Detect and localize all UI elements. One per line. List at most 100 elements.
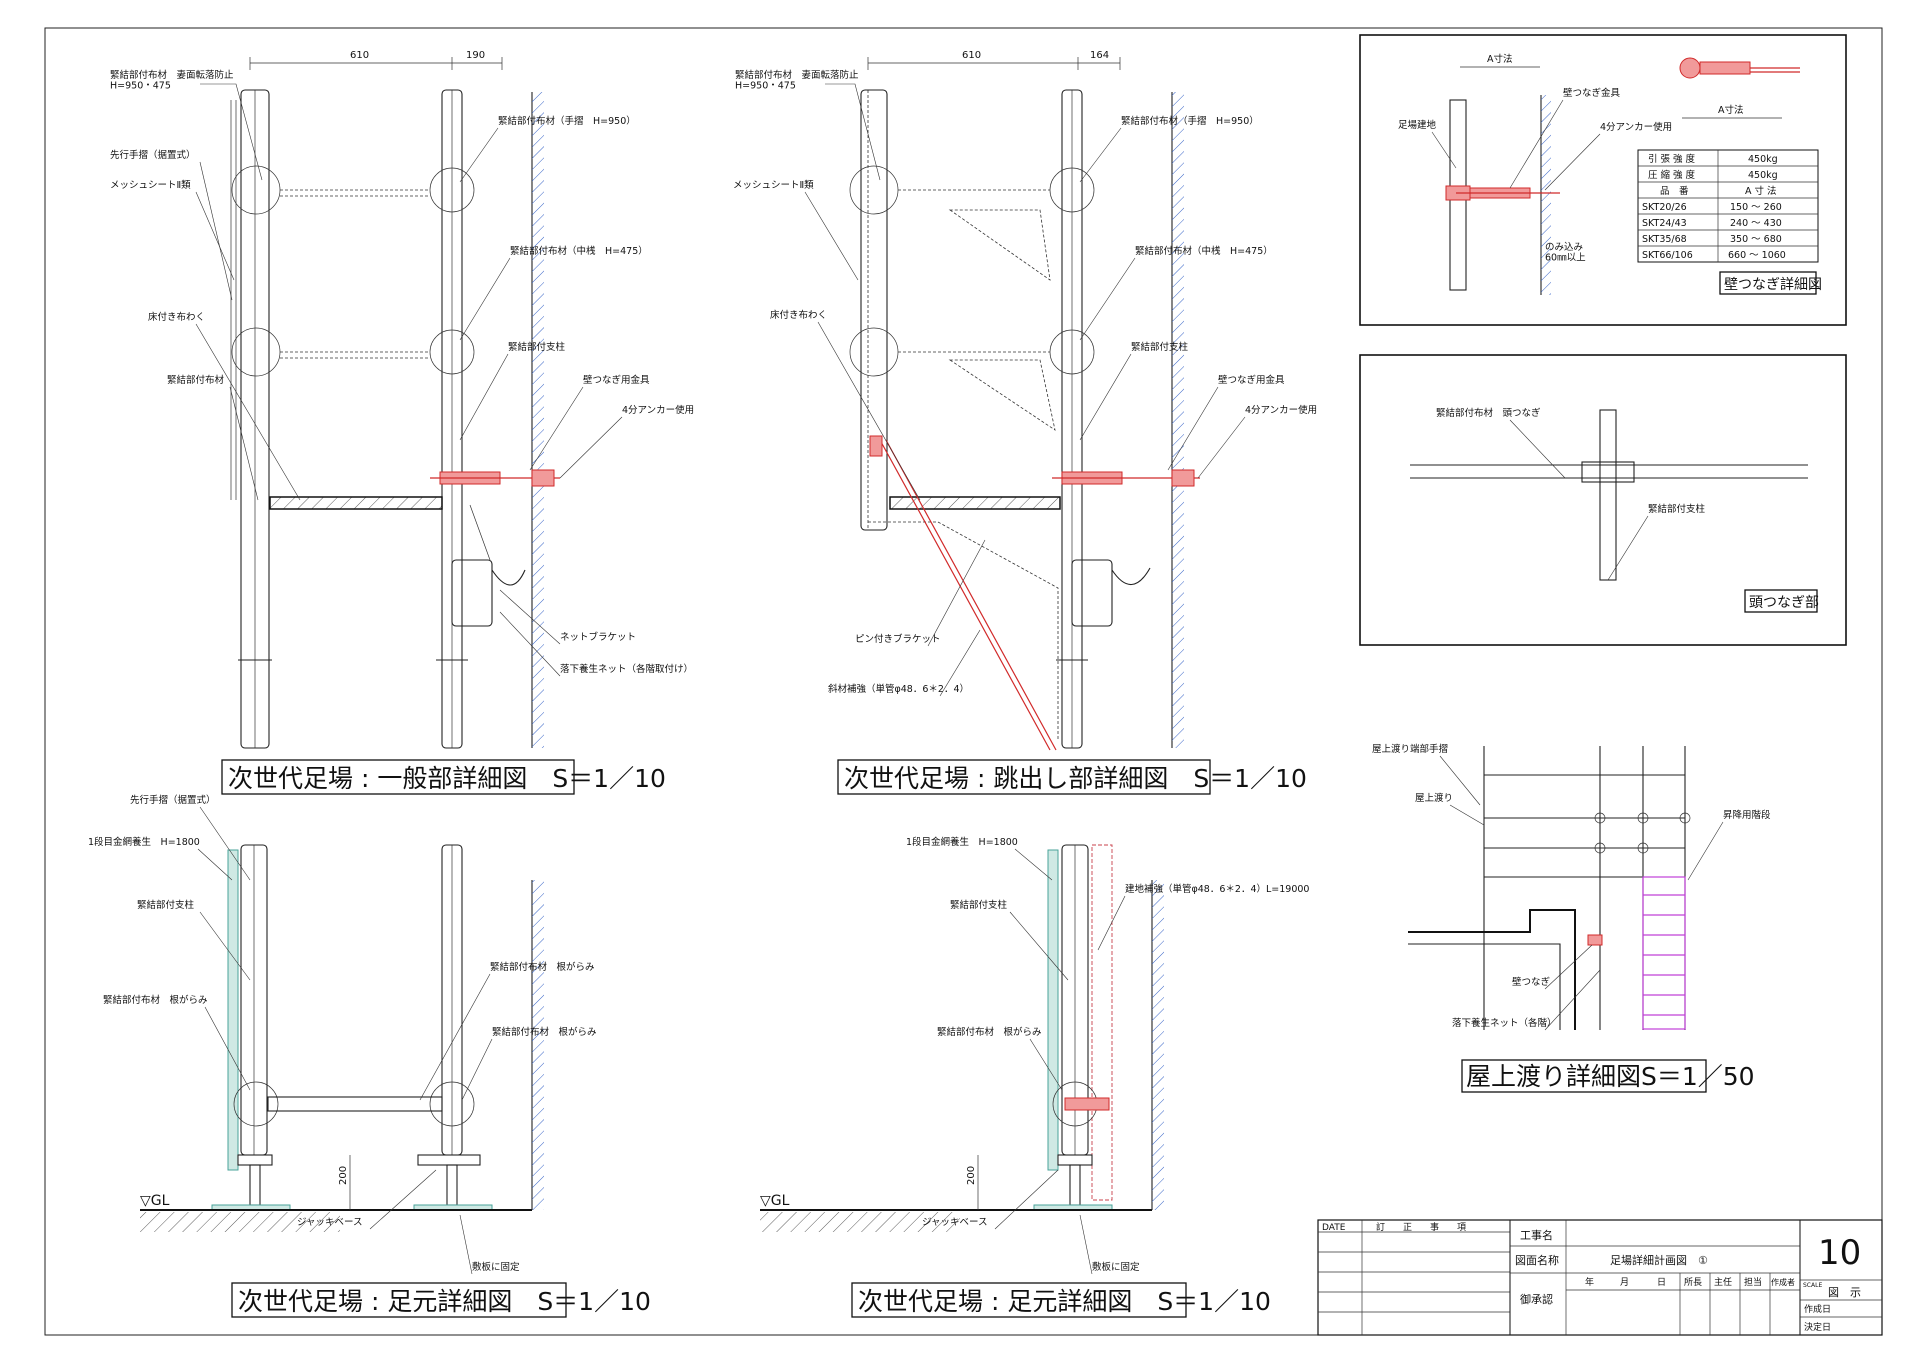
spec-table: 引 張 強 度 450kg 圧 縮 強 度 450kg 品 番 A 寸 法 SK… bbox=[1637, 149, 1819, 263]
wall-tie-bolt-b bbox=[1052, 469, 1200, 487]
tb-scale-label: SCALE bbox=[1803, 1282, 1822, 1289]
dim-610-b: 610 bbox=[962, 50, 981, 61]
title-block: DATE 訂 正 事 項 工事名 図面名称 足場詳細計画図 ① 御承認 年 月 … bbox=[1317, 1219, 1883, 1336]
caption-p3: 次世代足場 : 足元詳細図 S＝1／10 bbox=[238, 1287, 651, 1316]
jack-screw bbox=[249, 1164, 261, 1206]
floor-plank bbox=[269, 496, 443, 510]
roof-parapet bbox=[1408, 909, 1576, 1030]
tb-role-author: 作成者 bbox=[1771, 1277, 1795, 1287]
panel-base-detail-2: ▽GL 200 1段目金網養生 H=1800 緊結部付支柱 建地補強（単管φ48… bbox=[760, 836, 1309, 1318]
label-a-dim-2: A寸法 bbox=[1718, 104, 1744, 116]
label-diagonal-brace: 斜材補強（単管φ48．6＊2．4） bbox=[828, 683, 969, 695]
tb-project-label: 工事名 bbox=[1520, 1228, 1553, 1242]
diagonal-brace bbox=[879, 439, 1051, 751]
tb-day: 日 bbox=[1657, 1277, 1666, 1288]
spec-cell-0-1: 450kg bbox=[1748, 154, 1778, 165]
label-sweeper-d: 緊結部付布材 根がらみ bbox=[937, 1026, 1042, 1038]
spec-cell-6-1: 660 ～ 1060 bbox=[1728, 250, 1786, 261]
caption-box-roof bbox=[1461, 1059, 1707, 1093]
tb-year: 年 bbox=[1585, 1276, 1594, 1288]
label-sweeper-c1: 緊結部付布材 根がらみ bbox=[103, 994, 208, 1006]
label-mesh-guard-d: 1段目金網養生 H=1800 bbox=[906, 836, 1018, 848]
caption-wall-tie: 壁つなぎ詳細図 bbox=[1724, 277, 1822, 293]
spec-cell-5-1: 350 ～ 680 bbox=[1730, 234, 1782, 245]
spec-cell-3-1: 150 ～ 260 bbox=[1730, 202, 1782, 213]
spec-cell-0-0: 引 張 強 度 bbox=[1648, 153, 1696, 165]
label-tie-fitting: 壁つなぎ金具 bbox=[1563, 87, 1621, 99]
panel-overhang-detail: 610 164 緊結部付布材 妻面転落防 bbox=[733, 50, 1317, 795]
tb-drawing-name: 足場詳細計画図 ① bbox=[1610, 1253, 1708, 1267]
panel-general-detail: 610 190 bbox=[110, 50, 694, 795]
label-pin-bracket: ピン付きブラケット bbox=[855, 633, 941, 645]
label-post-c: 緊結部付支柱 bbox=[137, 899, 195, 911]
label-anchor: 4分アンカー使用 bbox=[622, 404, 694, 416]
label-jack-base-c: ジャッキベース bbox=[297, 1217, 363, 1228]
spec-cell-2-1: A 寸 法 bbox=[1745, 185, 1777, 197]
label-wall-tie-fitting-b: 壁つなぎ用金具 bbox=[1218, 374, 1285, 386]
caption-box-p3 bbox=[231, 1282, 567, 1318]
label-sweeper-c2: 緊結部付布材 根がらみ bbox=[490, 961, 595, 973]
label-midrail-475-b: 緊結部付布材（中桟 H=475） bbox=[1135, 245, 1273, 257]
caption-box-p2 bbox=[837, 759, 1211, 795]
label-wall-tie-fitting: 壁つなぎ用金具 bbox=[583, 374, 650, 386]
tb-date-header: DATE bbox=[1322, 1223, 1346, 1233]
tb-approval-label: 御承認 bbox=[1520, 1292, 1553, 1306]
spec-cell-4-0: SKT24/43 bbox=[1642, 218, 1687, 229]
label-scaffold-post: 足場建地 bbox=[1398, 119, 1437, 131]
label-midrail-475: 緊結部付布材（中桟 H=475） bbox=[510, 245, 648, 257]
caption-box-p4 bbox=[851, 1282, 1187, 1318]
spec-cell-2-0: 品 番 bbox=[1660, 185, 1689, 197]
label-advance-handrail: 先行手摺（据置式） bbox=[110, 149, 196, 161]
tb-created: 作成日 bbox=[1804, 1303, 1831, 1315]
panel-base-detail: ▽GL 200 先行手摺（据置式） 1段目金網養生 H=1800 緊結部付支柱 … bbox=[88, 794, 651, 1318]
label-a-dim-1: A寸法 bbox=[1487, 53, 1513, 65]
label-roof-end-rail: 屋上渡り端部手摺 bbox=[1372, 743, 1448, 755]
label-anchor-b: 4分アンカー使用 bbox=[1245, 404, 1317, 416]
tb-scale-value: 図 示 bbox=[1828, 1286, 1861, 1299]
tb-decided: 決定日 bbox=[1804, 1321, 1831, 1333]
panel-roof-crossing: 屋上渡り端部手摺 屋上渡り 昇降用階段 壁つなぎ 落下養生ネット（各階） 屋上渡… bbox=[1372, 743, 1771, 1093]
label-post: 緊結部付支柱 bbox=[508, 341, 566, 353]
label-stair: 昇降用階段 bbox=[1723, 809, 1771, 821]
spec-cell-6-0: SKT66/106 bbox=[1642, 250, 1693, 261]
wall-tie-frame bbox=[1359, 34, 1847, 326]
tb-month: 月 bbox=[1620, 1277, 1629, 1288]
spec-cell-1-0: 圧 縮 強 度 bbox=[1648, 169, 1696, 181]
stair-section bbox=[1642, 876, 1686, 1030]
tb-role-charge: 担当 bbox=[1744, 1276, 1762, 1288]
wall-tie-fitting-icon bbox=[1679, 57, 1800, 79]
panel-head-tie: 緊結部付布材 頭つなぎ 緊結部付支柱 頭つなぎ部 bbox=[1359, 354, 1847, 646]
dim-200: 200 bbox=[338, 1166, 349, 1185]
label-advance-handrail-c: 先行手摺（据置式） bbox=[130, 794, 216, 806]
dim-200-b: 200 bbox=[966, 1166, 977, 1185]
dim-610: 610 bbox=[350, 50, 369, 61]
label-handrail-950-b: 緊結部付布材（手摺 H=950） bbox=[1121, 115, 1259, 127]
caption-head-tie: 頭つなぎ部 bbox=[1749, 595, 1819, 611]
label-sweeper-c3: 緊結部付布材 根がらみ bbox=[492, 1026, 597, 1038]
net-bracket bbox=[451, 559, 493, 627]
caption-p1: 次世代足場 : 一般部詳細図 S＝1／10 bbox=[228, 764, 666, 793]
label-jack-base-d: ジャッキベース bbox=[922, 1217, 988, 1228]
label-roof-crossing: 屋上渡り bbox=[1415, 792, 1453, 804]
label-anchor-4bu: 4分アンカー使用 bbox=[1600, 121, 1672, 133]
spec-cell-3-0: SKT20/26 bbox=[1642, 202, 1687, 213]
dim-190: 190 bbox=[466, 50, 485, 61]
dim-164: 164 bbox=[1090, 50, 1109, 61]
label-roof-wall-tie: 壁つなぎ bbox=[1512, 976, 1551, 988]
gl-marker: ▽GL bbox=[140, 1193, 170, 1209]
label-brace: 緊結部付布材 bbox=[167, 374, 225, 386]
label-post-d: 緊結部付支柱 bbox=[950, 899, 1008, 911]
tb-role-director: 所長 bbox=[1684, 1277, 1702, 1288]
caption-p4: 次世代足場 : 足元詳細図 S＝1／10 bbox=[858, 1287, 1271, 1316]
label-net-bracket: ネットブラケット bbox=[560, 631, 636, 643]
label-mesh-sheet-b: メッシュシートⅡ類 bbox=[733, 180, 814, 191]
head-tie-frame bbox=[1359, 354, 1847, 646]
post-outer-b bbox=[860, 89, 888, 531]
spec-cell-5-0: SKT35/68 bbox=[1642, 234, 1687, 245]
sheet-border bbox=[44, 27, 1883, 1336]
